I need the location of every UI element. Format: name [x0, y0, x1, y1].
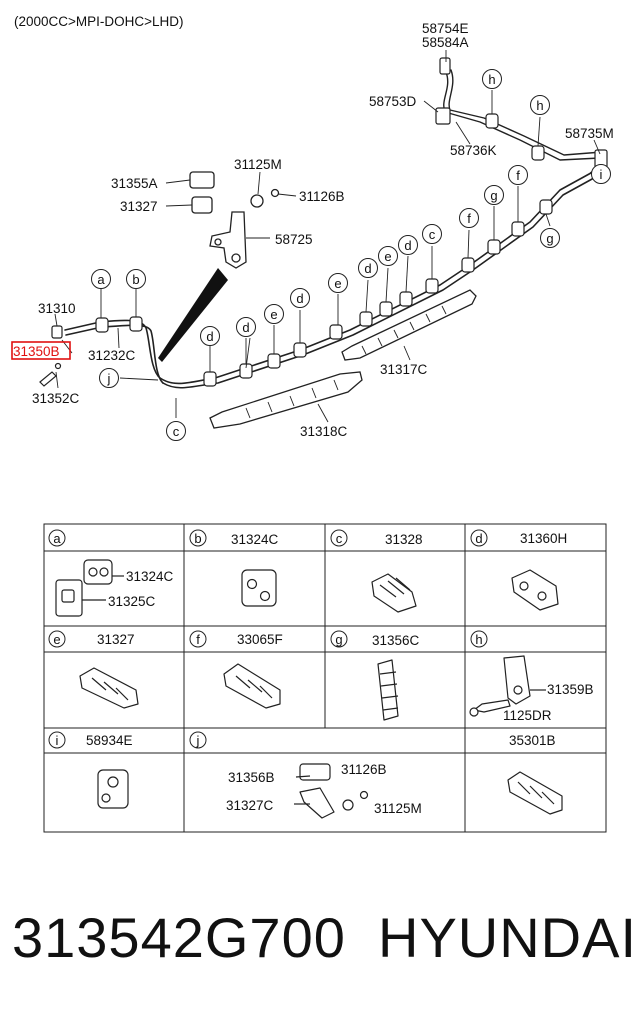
callout-f: f [467, 211, 471, 226]
protector-31318C [209, 371, 363, 429]
legend-title-d: 31360H [520, 531, 567, 546]
legend-j-part-4: 31125M [374, 801, 422, 816]
callout-j: j [107, 371, 111, 386]
legend-letter-a: a [53, 531, 61, 546]
callout-d: d [364, 261, 371, 276]
callout-letters: a b d d e d e d e d c f g f g h h i j c [97, 72, 602, 439]
legend-title-c: 31328 [385, 532, 423, 547]
legend-table [43, 523, 607, 833]
legend-letters: a b c d e f g h i j [53, 531, 482, 748]
legend-title-e: 31327 [97, 632, 135, 647]
brand-name: HYUNDAI [378, 906, 636, 969]
label-58754E: 58754E [422, 21, 469, 36]
label-31318C: 31318C [300, 424, 348, 439]
callout-e: e [384, 249, 391, 264]
label-31355A: 31355A [111, 176, 158, 191]
callout-b: b [132, 272, 139, 287]
callout-g: g [546, 231, 553, 246]
label-58736K: 58736K [450, 143, 497, 158]
callout-d: d [296, 291, 303, 306]
legend-letter-j: j [196, 733, 200, 748]
highlight-box [11, 341, 71, 360]
legend-titles: 31324C 31328 31360H 31327 33065F 31356C … [86, 531, 567, 748]
label-31232C: 31232C [88, 348, 136, 363]
label-31310: 31310 [38, 301, 76, 316]
part-number: 313542G700 [12, 906, 346, 969]
callout-g: g [490, 188, 497, 203]
clip-31310-assembly [39, 325, 63, 387]
legend-title-b: 31324C [231, 532, 279, 547]
callout-i: i [600, 167, 603, 182]
legend-h-part-1: 31359B [547, 682, 594, 697]
label-31125M: 31125M [234, 157, 282, 172]
legend-part-labels: 31324C 31325C 31359B 1125DR 31356B 31126… [108, 569, 594, 816]
legend-letter-i: i [56, 733, 59, 748]
callout-f: f [516, 168, 520, 183]
label-58584A: 58584A [422, 35, 469, 50]
legend-part-drawings [55, 559, 563, 819]
legend-letter-g: g [335, 632, 342, 647]
label-58725: 58725 [275, 232, 313, 247]
part-labels: 58754E 58584A 58753D 58736K 58735M 31125… [11, 21, 614, 439]
legend-a-part-1: 31324C [126, 569, 174, 584]
legend-letter-h: h [475, 632, 482, 647]
legend-h-part-2: 1125DR [503, 708, 552, 723]
callout-c: c [173, 424, 180, 439]
parts-diagram: (2000CC>MPI-DOHC>LHD) [11, 14, 614, 833]
legend-letter-c: c [336, 531, 343, 546]
legend-a-part-2: 31325C [108, 594, 156, 609]
legend-letter-b: b [194, 531, 201, 546]
legend-letter-e: e [53, 632, 60, 647]
callout-h: h [536, 98, 543, 113]
label-31350B: 31350B [13, 344, 60, 359]
callout-d: d [242, 320, 249, 335]
label-31126B: 31126B [299, 189, 345, 204]
legend-title-35301B: 35301B [509, 733, 556, 748]
callout-h: h [488, 72, 495, 87]
legend-j-part-2: 31126B [341, 762, 387, 777]
callout-c: c [429, 227, 436, 242]
label-31317C: 31317C [380, 362, 428, 377]
label-58753D: 58753D [369, 94, 417, 109]
legend-title-i: 58934E [86, 733, 133, 748]
callout-a: a [97, 272, 105, 287]
callout-d: d [404, 238, 411, 253]
label-31352C: 31352C [32, 391, 80, 406]
callout-e: e [334, 276, 341, 291]
legend-letter-f: f [196, 632, 200, 647]
label-31327: 31327 [120, 199, 158, 214]
detail-pointer [158, 268, 228, 362]
callout-d: d [206, 329, 213, 344]
engine-spec: (2000CC>MPI-DOHC>LHD) [14, 14, 184, 29]
legend-letter-d: d [475, 531, 482, 546]
legend-j-part-3: 31327C [226, 798, 274, 813]
legend-j-part-1: 31356B [228, 770, 275, 785]
label-58735M: 58735M [565, 126, 614, 141]
footer: 313542G700 HYUNDAI [0, 905, 636, 975]
legend-title-g: 31356C [372, 633, 420, 648]
legend-title-f: 33065F [237, 632, 283, 647]
bracket-58725 [189, 171, 280, 269]
callouts [91, 69, 611, 441]
callout-e: e [270, 307, 277, 322]
fuel-line-assembly [64, 57, 608, 389]
